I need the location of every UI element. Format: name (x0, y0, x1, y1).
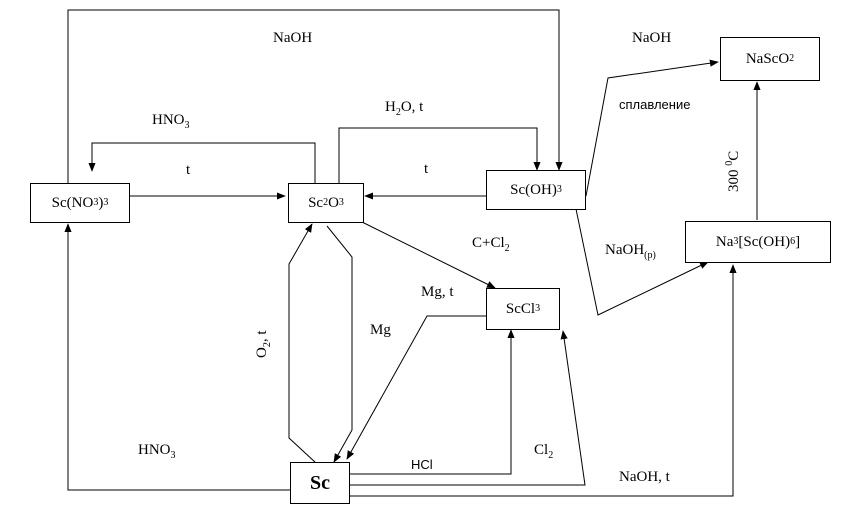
label-hno3-upper: HNO3 (152, 112, 190, 131)
label-naoh-right: NaOH (632, 30, 672, 46)
node-scandium: Sc (290, 462, 350, 504)
arrow-nitrate-to-hydroxide (67, 9, 563, 183)
label-c-cl2: C+Cl2 (472, 235, 510, 254)
arrow-sc-to-sccl3-hcl (350, 329, 515, 475)
label-o2-t: O2, t (254, 330, 273, 358)
label-mg-t: Mg, t (421, 284, 454, 300)
arrow-sc2o3-to-sc (326, 225, 353, 463)
arrow-sc-to-sccl3-cl2 (350, 330, 586, 486)
label-cl2: Cl2 (534, 442, 554, 461)
label-hno3-lower: HNO3 (138, 442, 176, 461)
arrow-sc2o3-to-hydroxide (338, 127, 541, 183)
label-mg: Mg (370, 322, 391, 338)
label-t-left: t (186, 162, 191, 178)
node-scandium-hydroxide: Sc(OH)3 (486, 170, 586, 210)
label-naoh-t: NaOH, t (619, 469, 670, 485)
arrow-sc2o3-to-nitrate (88, 142, 316, 183)
arrow-mg-to-sc (346, 315, 486, 460)
label-hcl: HCl (411, 457, 433, 472)
arrow-sc-to-sc2o3 (288, 223, 317, 464)
arrow-sc-to-complex (350, 264, 737, 497)
arrow-hydroxide-to-complex (575, 208, 709, 316)
label-h2o-t: H2O, t (385, 99, 424, 118)
arrow-sc-to-nitrate (64, 223, 290, 491)
label-naoh-p: NaOH(p) (605, 242, 656, 261)
label-temp-300c: 300 0C (724, 150, 742, 192)
label-splavlenie: сплавление (619, 97, 691, 112)
arrow-sc2o3-to-sccl3 (361, 221, 496, 289)
arrow-hydroxide-to-nascO2 (585, 59, 719, 197)
label-naoh-top: NaOH (273, 30, 313, 46)
label-t-right: t (424, 161, 429, 177)
